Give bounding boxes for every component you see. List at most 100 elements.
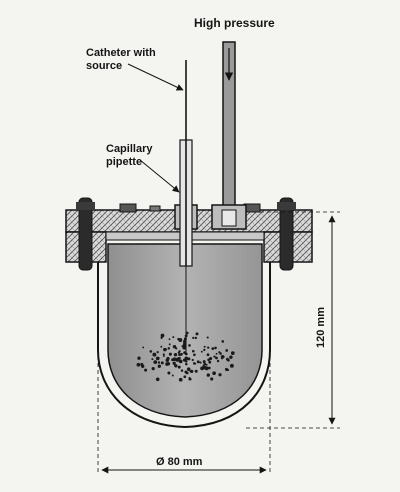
particle-dot bbox=[151, 366, 155, 371]
particle-dot bbox=[149, 350, 153, 353]
particle-dot bbox=[162, 353, 165, 356]
diameter-dimension bbox=[97, 300, 271, 475]
particle-dot bbox=[178, 350, 181, 353]
particle-dot bbox=[157, 361, 161, 364]
particle-dot bbox=[207, 346, 210, 349]
particle-dot bbox=[153, 360, 158, 364]
particle-dot bbox=[226, 368, 230, 372]
particle-dot bbox=[199, 361, 202, 364]
capillary-label-line1: Capillary bbox=[106, 143, 153, 155]
particle-dot bbox=[192, 336, 195, 340]
particle-dot bbox=[183, 339, 187, 343]
bolt-left-icon bbox=[76, 197, 95, 271]
particle-dot bbox=[203, 362, 207, 366]
particle-dot bbox=[183, 375, 187, 379]
particle-dot bbox=[182, 343, 187, 348]
particle-dot bbox=[165, 358, 170, 362]
particle-dot bbox=[155, 377, 160, 382]
particle-dot bbox=[220, 357, 224, 360]
catheter-leader-line bbox=[127, 63, 184, 91]
particle-dot bbox=[136, 362, 141, 367]
particle-dot bbox=[209, 357, 213, 361]
particle-dot bbox=[192, 349, 195, 353]
particle-dot bbox=[207, 366, 211, 370]
particle-dot bbox=[216, 359, 220, 363]
particle-dot bbox=[196, 360, 200, 364]
diameter-label: Ø 80 mm bbox=[156, 456, 203, 468]
particle-dot bbox=[222, 355, 225, 358]
particle-dot bbox=[215, 352, 218, 355]
particle-dot bbox=[172, 361, 176, 365]
particle-dot bbox=[157, 364, 161, 368]
particle-dot bbox=[210, 377, 214, 381]
particle-dot bbox=[194, 369, 198, 373]
particle-dot bbox=[206, 336, 209, 339]
particle-dot bbox=[174, 364, 178, 368]
particle-dot bbox=[203, 348, 206, 352]
particle-cluster-icon bbox=[136, 331, 235, 382]
catheter-label-line2: source bbox=[86, 60, 122, 72]
particle-dot bbox=[177, 365, 181, 369]
particle-dot bbox=[188, 344, 191, 347]
particle-dot bbox=[191, 358, 194, 362]
particle-dot bbox=[176, 357, 181, 362]
particle-dot bbox=[225, 349, 229, 352]
particle-dot bbox=[180, 369, 184, 372]
particle-dot bbox=[206, 353, 210, 357]
particle-dot bbox=[171, 374, 174, 377]
particle-dot bbox=[173, 353, 178, 357]
particle-dot bbox=[227, 358, 230, 362]
particle-dot bbox=[168, 338, 171, 341]
particle-dot bbox=[194, 336, 198, 340]
particle-dot bbox=[165, 362, 169, 366]
particle-dot bbox=[221, 340, 225, 343]
particle-dot bbox=[229, 363, 234, 368]
particle-dot bbox=[215, 356, 218, 360]
particle-dot bbox=[208, 360, 212, 364]
particle-dot bbox=[202, 364, 205, 367]
particle-dot bbox=[165, 348, 168, 351]
particle-dot bbox=[160, 361, 164, 365]
particle-dot bbox=[183, 358, 185, 361]
particle-dot bbox=[189, 378, 192, 381]
bolt-right-icon bbox=[277, 197, 296, 271]
particle-dot bbox=[184, 370, 188, 374]
particle-dot bbox=[137, 356, 141, 360]
height-dimension bbox=[246, 211, 340, 429]
particle-dot bbox=[229, 355, 233, 359]
particle-dot bbox=[144, 368, 148, 372]
particle-dot bbox=[230, 351, 235, 355]
particle-dot bbox=[178, 338, 183, 342]
particle-dot bbox=[200, 366, 205, 371]
particle-dot bbox=[192, 362, 196, 365]
particle-dot bbox=[203, 345, 206, 348]
vessel bbox=[97, 237, 271, 429]
particle-dot bbox=[160, 333, 165, 338]
particle-dot bbox=[156, 351, 159, 354]
particle-dot bbox=[171, 358, 175, 362]
particle-dot bbox=[218, 373, 222, 377]
particle-dot bbox=[152, 352, 157, 357]
particle-dot bbox=[167, 371, 171, 375]
height-label: 120 mm bbox=[315, 307, 327, 348]
particle-dot bbox=[184, 360, 188, 363]
particle-dot bbox=[178, 377, 183, 382]
particle-dot bbox=[202, 360, 206, 364]
particle-dot bbox=[172, 344, 177, 349]
particle-dot bbox=[168, 343, 171, 346]
capillary-leader-line bbox=[139, 159, 180, 193]
catheter-label-line1: Catheter with bbox=[86, 47, 156, 59]
particle-dot bbox=[160, 345, 163, 348]
particle-dot bbox=[156, 356, 159, 360]
particle-dot bbox=[211, 347, 215, 350]
particle-dot bbox=[181, 345, 184, 348]
high-pressure-tube bbox=[211, 41, 247, 230]
particle-dot bbox=[212, 371, 216, 376]
particle-dot bbox=[142, 346, 145, 349]
particle-dot bbox=[185, 331, 189, 335]
particle-dot bbox=[189, 370, 192, 373]
particle-dot bbox=[193, 353, 196, 357]
nut-icons bbox=[119, 203, 261, 213]
particle-dot bbox=[186, 367, 191, 371]
